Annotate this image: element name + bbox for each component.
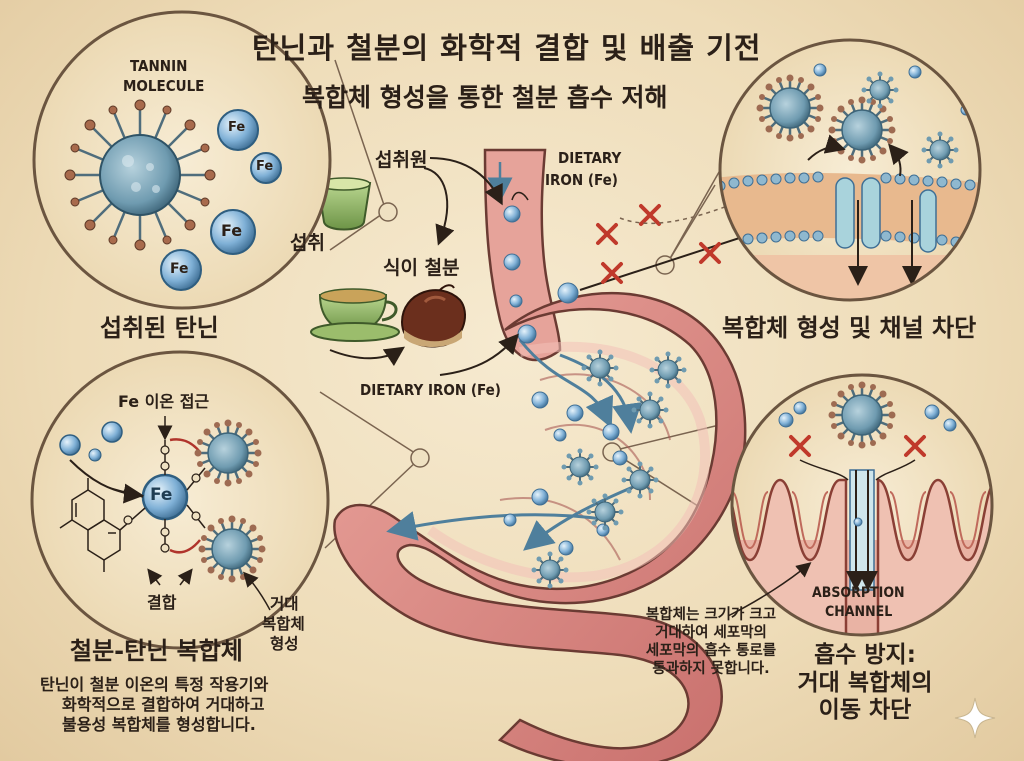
caption-line-3: 이동 차단 (818, 697, 912, 724)
label-giant-3: 형성 (270, 635, 299, 653)
iron-ions-in-tract (503, 205, 688, 590)
magnifier-tannin-molecule (32, 10, 332, 310)
caption-absorption-prevention: 흡수 방지: 거대 복합체의 이동 차단 (770, 642, 960, 725)
label-dietary-iron-ko: 식이 철분 (383, 257, 460, 279)
label-giant-1: 거대 (270, 595, 299, 613)
tannin-molecule-label-1: TANNIN (130, 57, 188, 75)
label-dietary-iron-en-full: DIETARY IRON (Fe) (360, 381, 501, 399)
fe-ion-label: Fe (256, 159, 274, 174)
fe-ion-label: Fe (170, 261, 189, 277)
label-absorption-channel-1: ABSORPTION (812, 585, 905, 601)
fe-ion-label: Fe (221, 221, 243, 240)
label-dietary-iron-en-2: IRON (Fe) (545, 171, 618, 189)
label-dietary-iron-en-1: DIETARY (558, 149, 622, 167)
intake-illustration (310, 157, 529, 376)
fe-ions-cluster (160, 109, 282, 291)
caption-fe-tannin-complex: 철분-탄닌 복합체 (70, 637, 243, 665)
note-line-1: 복합체는 크기가 크고 (645, 607, 777, 623)
description-line-2: 화학적으로 결합하여 거대하고 (62, 695, 265, 714)
page-title: 탄닌과 철분의 화학적 결합 및 배출 기전 (252, 31, 762, 65)
description-line-3: 불용성 복합체를 형성합니다. (62, 715, 256, 734)
note-line-3: 세포막의 흡수 통로를 (645, 643, 777, 660)
magnifier-channel-block (718, 38, 982, 302)
stomach-illustration (333, 148, 747, 761)
label-bond: 결합 (147, 593, 177, 612)
description-fe-tannin: 탄닌이 철분 이온의 특정 작용기와 화학적으로 결합하여 거대하고 불용성 복… (40, 675, 268, 735)
page-subtitle: 복합체 형성을 통한 철분 흡수 저해 (302, 83, 668, 112)
label-absorption-channel-2: CHANNEL (825, 604, 893, 620)
sparkle-icon (954, 697, 996, 739)
caption-line-2: 거대 복합체의 (797, 669, 933, 696)
label-ingest: 섭취 (290, 232, 325, 254)
magnifier-fe-tannin-complex (30, 350, 330, 650)
caption-ingested-tannin: 섭취된 탄닌 (100, 314, 219, 342)
label-intake-source: 섭취원 (375, 149, 428, 171)
label-giant-2: 복합체 (262, 615, 305, 633)
note-complex-size: 복합체는 크기가 크고 거대하여 세포막의 세포막의 흡수 통로를 통과하지 못… (606, 606, 816, 679)
caption-complex-channel-block: 복합체 형성 및 채널 차단 (722, 314, 977, 342)
tannin-molecule-label-2: MOLECULE (123, 77, 205, 95)
fe-center-label: Fe (150, 485, 173, 505)
caption-line-1: 흡수 방지: (814, 642, 916, 668)
label-fe-ion-approach: Fe 이온 접근 (118, 392, 210, 411)
description-line-1: 탄닌이 철분 이온의 특정 작용기와 (40, 675, 269, 694)
note-line-2: 거대하여 세포막의 (655, 625, 767, 642)
fe-ion-label: Fe (228, 120, 246, 135)
note-line-4: 통과하지 못합니다. (652, 661, 770, 678)
